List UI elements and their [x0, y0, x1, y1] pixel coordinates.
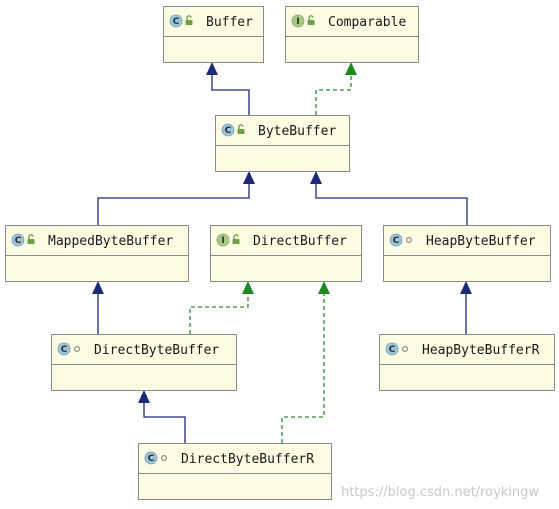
package-private-icon	[161, 455, 168, 462]
node-label: Buffer	[206, 15, 253, 30]
badge-letter: C	[148, 454, 155, 464]
arrowhead-icon	[345, 62, 357, 75]
arrowhead-icon	[310, 171, 322, 184]
package-private-icon	[402, 346, 409, 353]
class-badge-icon: C	[169, 14, 183, 28]
class-badge-icon: C	[11, 233, 25, 247]
node-label: ByteBuffer	[258, 124, 336, 139]
badge-letter: C	[61, 345, 68, 355]
arrowhead-icon	[138, 390, 150, 403]
node-heap-byte-buffer-r[interactable]: C HeapByteBufferR	[379, 334, 555, 391]
class-badge-icon: C	[389, 233, 403, 247]
node-box	[163, 6, 264, 63]
direct-byte-buffer-implements-direct-buffer-edge	[189, 281, 254, 334]
arrowhead-icon	[206, 62, 218, 75]
interface-badge-icon: I	[216, 233, 230, 247]
arrowhead-icon	[460, 281, 472, 294]
edges-layer	[92, 62, 472, 443]
node-label: MappedByteBuffer	[48, 234, 173, 249]
public-lock-icon	[232, 234, 240, 244]
badge-letter: C	[15, 236, 22, 246]
node-comparable[interactable]: I Comparable	[285, 6, 419, 63]
node-box	[285, 6, 419, 63]
node-label: Comparable	[328, 15, 406, 30]
node-box	[51, 334, 237, 391]
node-label: DirectByteBuffer	[94, 343, 219, 358]
badge-letter: C	[393, 236, 400, 246]
node-label: HeapByteBufferR	[422, 343, 540, 358]
arrowhead-icon	[318, 281, 330, 294]
badge-letter: I	[221, 236, 224, 246]
badge-letter: C	[389, 345, 396, 355]
node-byte-buffer[interactable]: C ByteBuffer	[215, 115, 350, 172]
interface-badge-icon: I	[291, 14, 305, 28]
node-direct-buffer[interactable]: I DirectBuffer	[210, 225, 362, 282]
public-lock-icon	[237, 124, 245, 134]
edge-line	[189, 293, 249, 334]
direct-byte-buffer-r-extends-direct-byte-buffer-edge	[138, 390, 186, 443]
edge-line	[315, 183, 468, 225]
watermark-text: https://blog.csdn.net/roykingw	[341, 485, 539, 500]
direct-byte-buffer-r-implements-direct-buffer-edge	[281, 281, 330, 443]
node-buffer[interactable]: C Buffer	[163, 6, 264, 63]
direct-byte-buffer-extends-mapped-byte-buffer-edge	[92, 281, 104, 334]
class-badge-icon: C	[385, 342, 399, 356]
edge-line	[143, 402, 186, 443]
class-badge-icon: C	[57, 342, 71, 356]
node-direct-byte-buffer-r[interactable]: C DirectByteBufferR	[138, 443, 332, 500]
badge-letter: I	[296, 17, 299, 27]
node-mapped-byte-buffer[interactable]: C MappedByteBuffer	[5, 225, 189, 282]
node-box	[138, 443, 332, 500]
arrowhead-icon	[92, 281, 104, 294]
node-direct-byte-buffer[interactable]: C DirectByteBuffer	[51, 334, 237, 391]
node-label: DirectByteBufferR	[181, 452, 314, 467]
arrowhead-icon	[243, 171, 255, 184]
node-box	[5, 225, 189, 282]
node-box	[383, 225, 551, 282]
node-label: HeapByteBuffer	[426, 234, 536, 249]
class-badge-icon: C	[221, 123, 235, 137]
edge-line	[315, 74, 352, 115]
edge-line	[281, 293, 325, 443]
class-badge-icon: C	[144, 451, 158, 465]
heap-byte-buffer-extends-byte-buffer-edge	[310, 171, 468, 225]
public-lock-icon	[27, 234, 35, 244]
badge-letter: C	[173, 17, 180, 27]
byte-buffer-extends-buffer-edge	[206, 62, 250, 115]
arrowhead-icon	[242, 281, 254, 294]
edge-line	[211, 74, 250, 115]
node-heap-byte-buffer[interactable]: C HeapByteBuffer	[383, 225, 551, 282]
package-private-icon	[406, 237, 413, 244]
node-box	[379, 334, 555, 391]
package-private-icon	[73, 346, 80, 353]
badge-letter: C	[225, 126, 232, 136]
edge-line	[97, 183, 250, 225]
byte-buffer-implements-comparable-edge	[315, 62, 357, 115]
mapped-byte-buffer-extends-byte-buffer-edge	[97, 171, 255, 225]
node-label: DirectBuffer	[253, 234, 347, 249]
heap-byte-buffer-r-extends-heap-byte-buffer-edge	[460, 281, 472, 334]
public-lock-icon	[185, 15, 193, 25]
public-lock-icon	[307, 15, 315, 25]
node-box	[215, 115, 350, 172]
